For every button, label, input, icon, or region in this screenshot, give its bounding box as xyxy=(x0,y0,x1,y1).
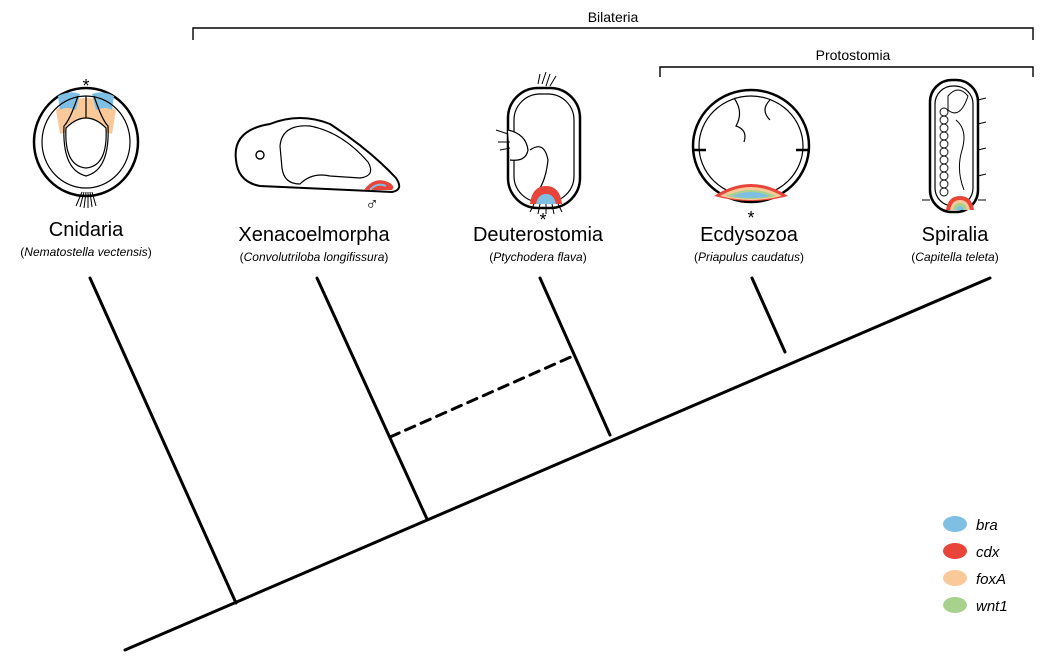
ecdysozoa-embryo-drawing xyxy=(692,90,810,202)
species-cnidaria: (Nematostella vectensis) xyxy=(20,245,151,259)
legend-swatch-bra xyxy=(943,516,967,532)
protostomia-label: Protostomia xyxy=(816,47,891,63)
branch-deuterostomia xyxy=(540,278,610,435)
branch-xenacoelmorpha xyxy=(317,278,427,519)
taxon-name-spiralia: Spiralia xyxy=(922,224,990,246)
tree-trunk xyxy=(125,278,990,650)
taxon-name-ecdysozoa: Ecdysozoa xyxy=(700,224,799,246)
xenacoelmorpha-worm-drawing xyxy=(236,118,400,192)
taxon-name-deuterostomia: Deuterostomia xyxy=(473,224,604,246)
cnidaria-embryo-drawing xyxy=(34,88,138,208)
protostomia-bracket xyxy=(660,67,1033,77)
branch-dashed-connector xyxy=(390,356,573,437)
species-ecdysozoa: (Priapulus caudatus) xyxy=(694,250,804,264)
taxon-name-xenacoelmorpha: Xenacoelmorpha xyxy=(238,224,390,246)
legend-swatch-wnt1 xyxy=(943,597,967,613)
deuterostomia-larva-drawing xyxy=(496,72,580,214)
species-spiralia: (Capitella teleta) xyxy=(911,250,998,264)
male-symbol: ♂ xyxy=(365,194,379,214)
spiralia-larva-drawing xyxy=(922,80,986,212)
legend-swatch-cdx xyxy=(943,543,967,559)
bilateria-bracket xyxy=(193,28,1033,40)
taxon-name-cnidaria: Cnidaria xyxy=(49,219,124,241)
legend-label-foxa: foxA xyxy=(976,571,1006,588)
species-xenacoelmorpha: (Convolutriloba longifissura) xyxy=(240,250,389,264)
gene-legend: bra cdx foxA wnt1 xyxy=(943,516,1008,615)
branch-cnidaria xyxy=(90,278,236,603)
bilateria-label: Bilateria xyxy=(588,9,639,25)
branch-ecdysozoa xyxy=(752,278,785,352)
species-deuterostomia: (Ptychodera flava) xyxy=(489,250,586,264)
legend-label-bra: bra xyxy=(976,517,998,534)
phylogenetic-tree xyxy=(90,278,990,650)
legend-swatch-foxa xyxy=(943,570,967,586)
legend-label-wnt1: wnt1 xyxy=(976,598,1008,615)
legend-label-cdx: cdx xyxy=(976,544,1000,561)
cnidaria-asterisk: * xyxy=(82,76,89,96)
